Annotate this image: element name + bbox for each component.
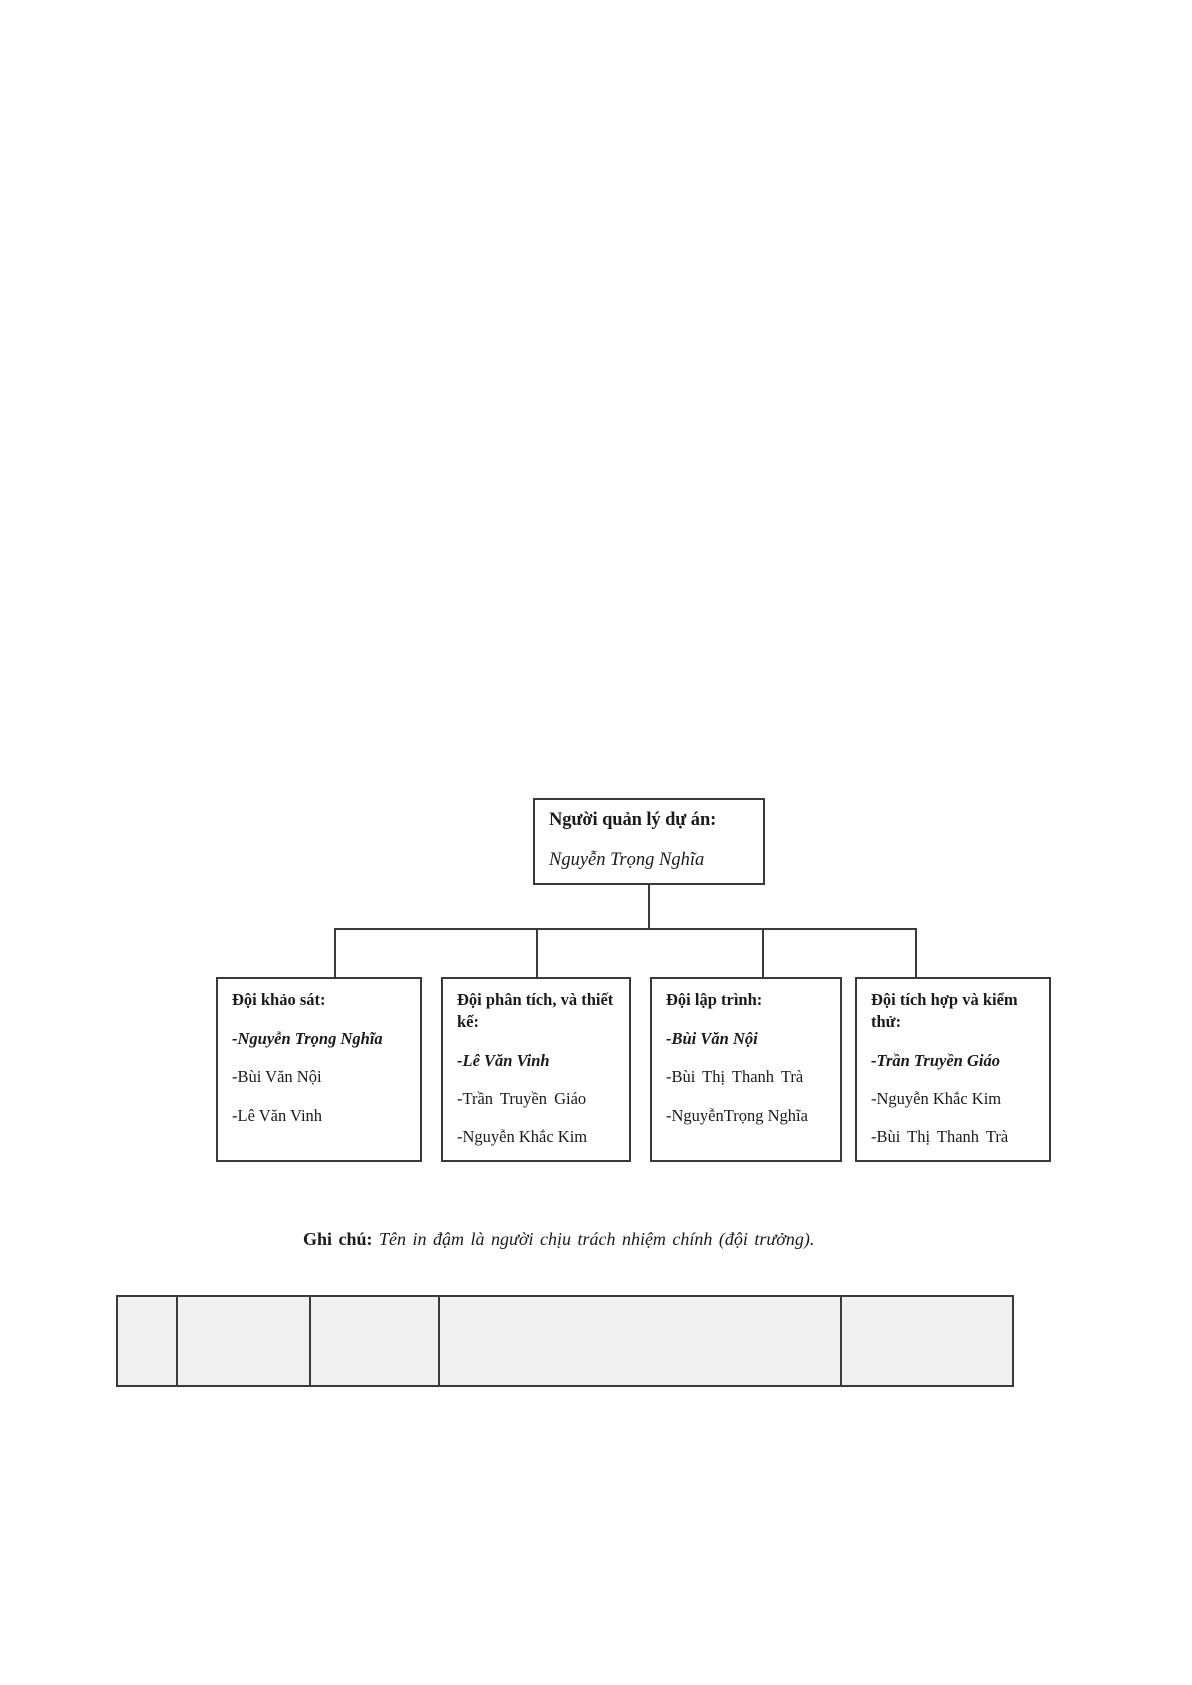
org-node-team-1: Đội khảo sát: -Nguyễn Trọng Nghĩa -Bùi V… [216,977,422,1162]
project-manager-name: Nguyễn Trọng Nghĩa [549,850,705,871]
team-2-member-3: -Nguyễn Khắc Kim [457,1127,588,1147]
project-manager-title: Người quản lý dự án: [549,810,717,830]
bottom-table [116,1295,1014,1387]
team-3-member-2: -Bùi Thị Thanh Trà [666,1067,804,1087]
org-node-project-manager: Người quản lý dự án: Nguyễn Trọng Nghĩa [533,798,765,885]
table-cell-4[interactable] [438,1295,842,1387]
team-4-member-1: -Trần Truyền Giáo [871,1050,1000,1070]
org-node-team-4: Đội tích hợp và kiểm thử: -Trần Truyền G… [855,977,1051,1162]
team-3-member-1: -Bùi Văn Nội [666,1028,758,1048]
team-4-title: Đội tích hợp và kiểm thử: [871,990,1018,1031]
team-2-title: Đội phân tích, và thiết kế: [457,990,614,1031]
org-node-team-2: Đội phân tích, và thiết kế: -Lê Văn Vinh… [441,977,631,1162]
table-cell-1[interactable] [116,1295,178,1387]
table-cell-2[interactable] [176,1295,311,1387]
chart-note-label: Ghi chú: [303,1229,373,1249]
team-4-member-2: -Nguyễn Khắc Kim [871,1088,1002,1108]
team-1-member-1: -Nguyễn Trọng Nghĩa [232,1028,383,1048]
table-cell-5[interactable] [840,1295,1014,1387]
chart-note: Ghi chú: Tên in đậm là người chịu trách … [303,1228,1003,1251]
table-cell-3[interactable] [309,1295,440,1387]
connector-branch-2 [536,928,538,977]
connector-horizontal-bus [334,928,917,930]
chart-note-text: Tên in đậm là người chịu trách nhiệm chí… [379,1229,815,1249]
team-3-member-3: -NguyễnTrọng Nghĩa [666,1105,808,1125]
team-4-member-3: -Bùi Thị Thanh Trà [871,1127,1009,1147]
team-3-title: Đội lập trình: [666,990,763,1009]
team-2-member-2: -Trần Truyền Giáo [457,1088,587,1108]
connector-branch-4 [915,928,917,977]
team-2-member-1: -Lê Văn Vinh [457,1050,550,1070]
connector-root-stem [648,885,650,930]
org-node-team-3: Đội lập trình: -Bùi Văn Nội -Bùi Thị Tha… [650,977,842,1162]
connector-branch-3 [762,928,764,977]
team-1-member-2: -Bùi Văn Nội [232,1067,322,1087]
team-1-member-3: -Lê Văn Vinh [232,1105,323,1125]
table-row [116,1295,1014,1387]
team-1-title: Đội khảo sát: [232,990,326,1009]
connector-branch-1 [334,928,336,977]
